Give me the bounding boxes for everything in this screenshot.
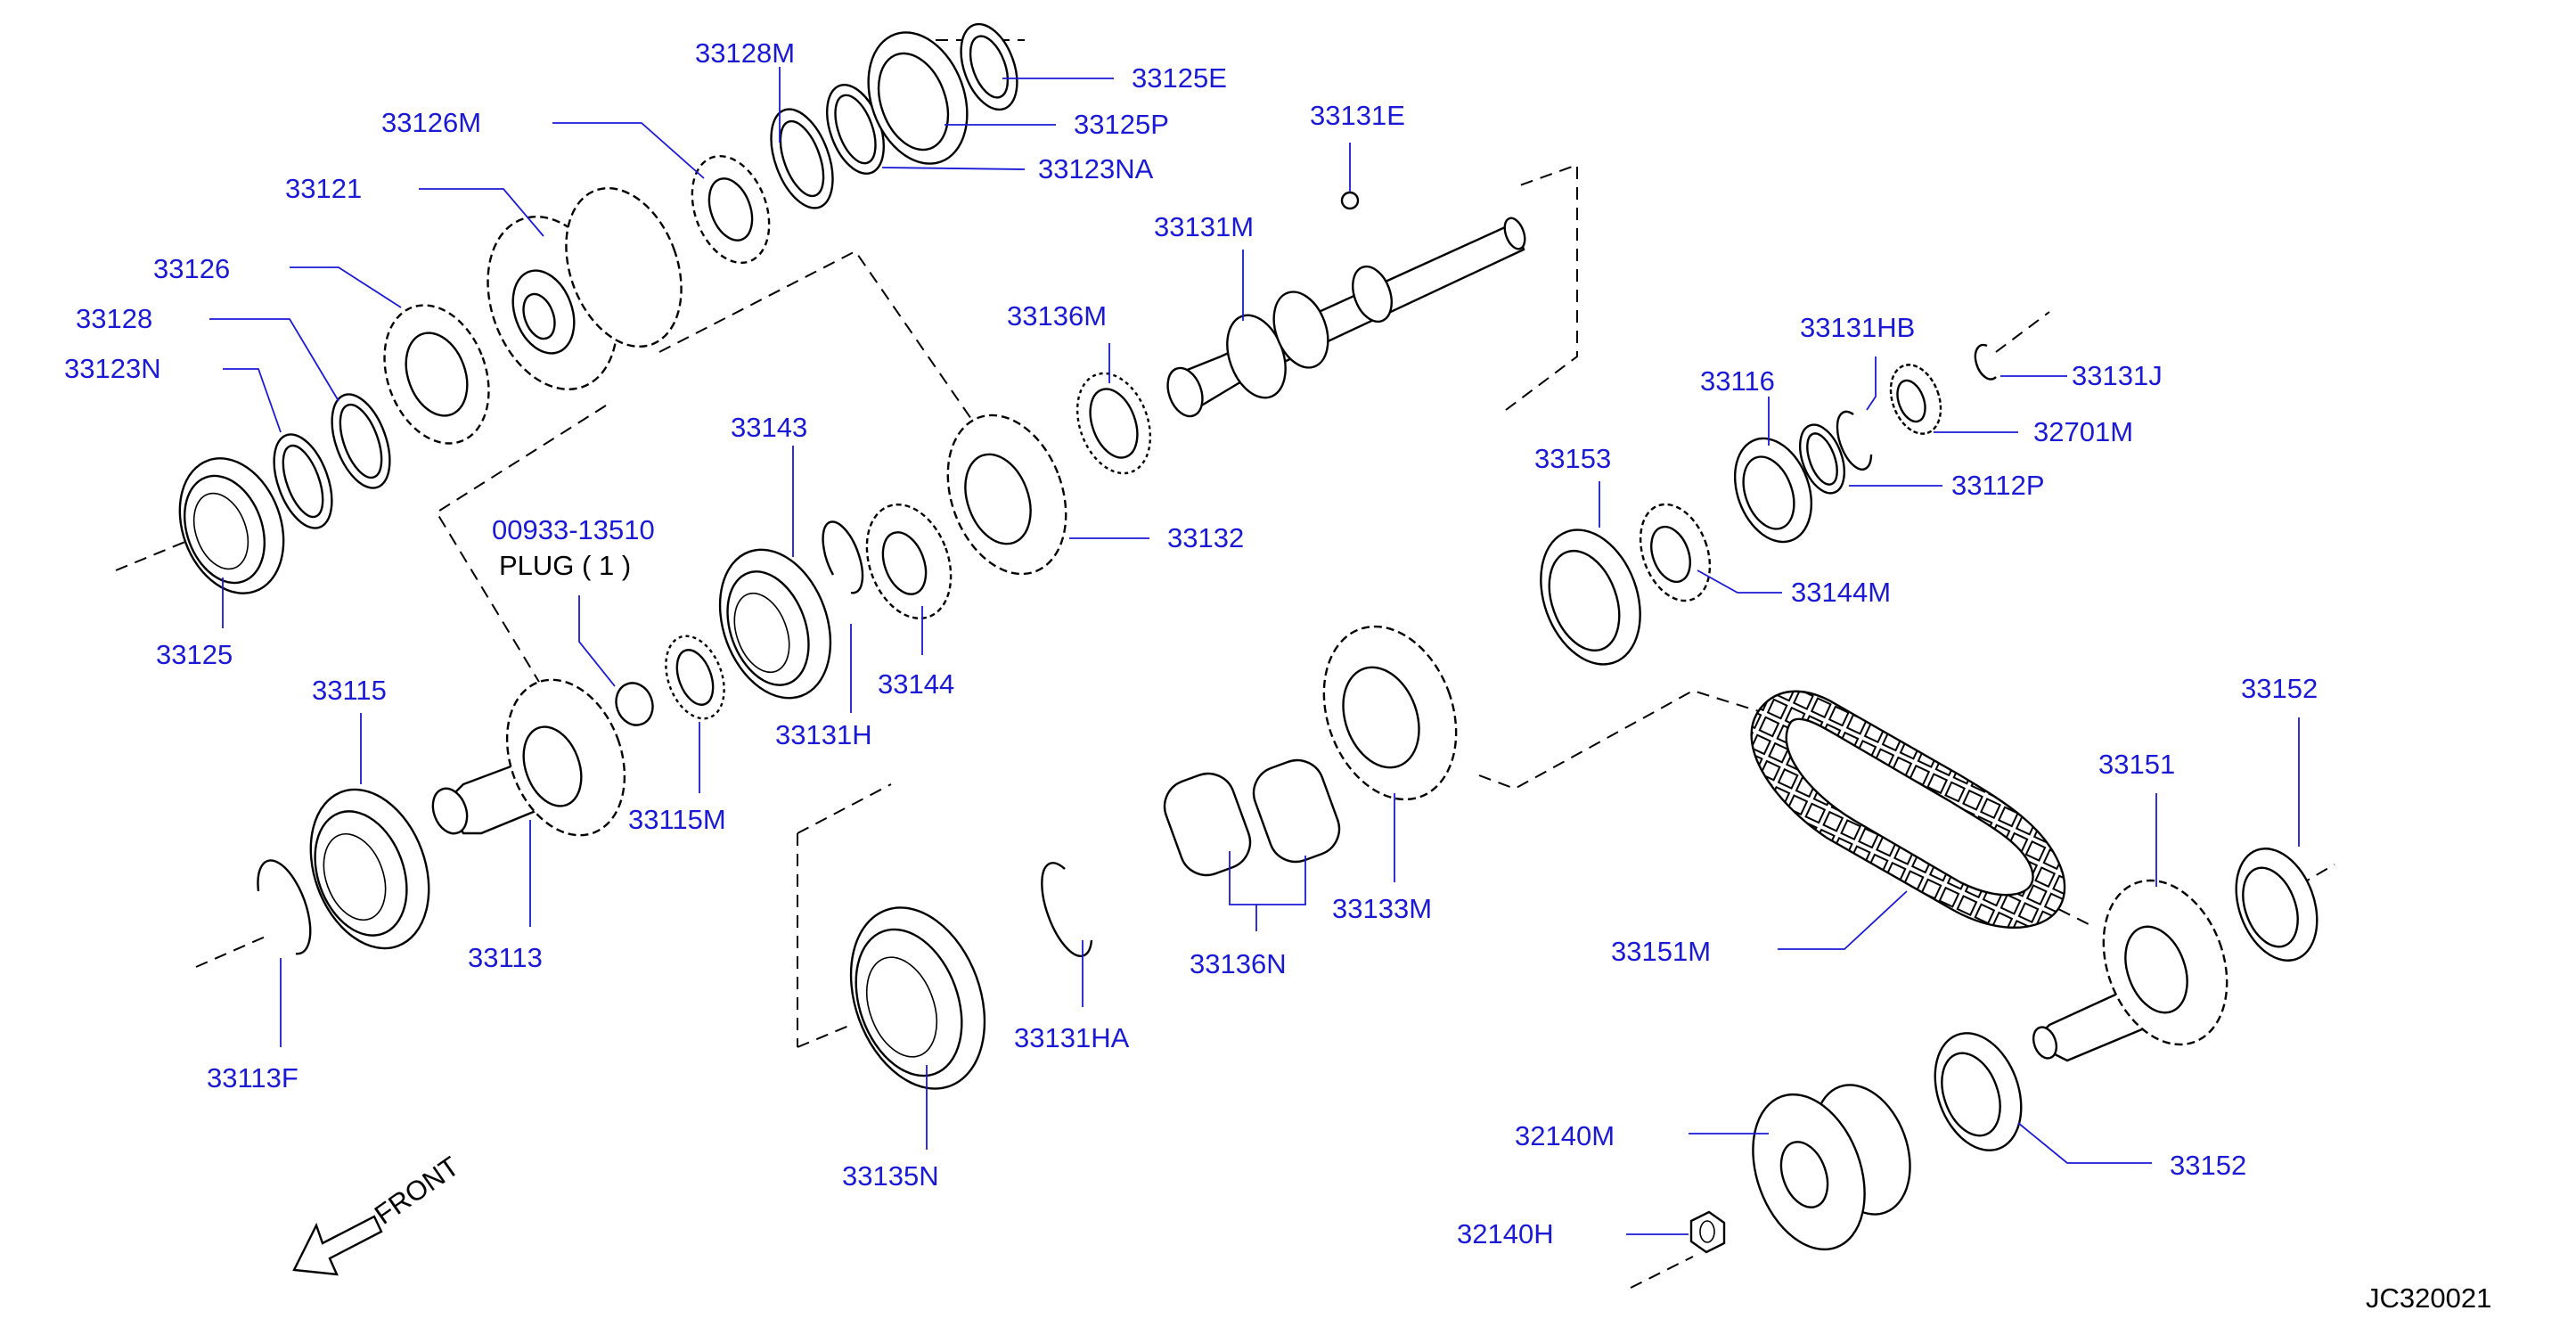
snap-ring-33113F [257,859,312,955]
label-33131HA[interactable]: 33131HA [1014,1022,1130,1053]
ball-33131E [1340,191,1360,210]
label-32140M[interactable]: 32140M [1515,1120,1615,1151]
bearing-33115 [309,788,430,950]
bearing-33125P [867,31,969,165]
bearing-33116 [1733,437,1813,544]
label-33126M[interactable]: 33126M [381,107,481,138]
label-33136N[interactable]: 33136N [1190,948,1287,979]
needle-bearing-33115M [665,635,725,720]
label-33144M[interactable]: 33144M [1791,577,1891,608]
label-33123N[interactable]: 33123N [64,353,161,384]
label-33128M[interactable]: 33128M [695,37,795,69]
sleeve-33153 [1540,528,1641,666]
ring-33112P [1799,423,1845,495]
ring-33123NA [826,84,885,175]
gear-33121 [487,186,683,391]
label-33128[interactable]: 33128 [76,303,152,334]
label-33125[interactable]: 33125 [156,639,233,670]
label-33144[interactable]: 33144 [878,668,954,700]
chain-33151M [1750,690,2066,929]
snap-ring-33131HA [1041,862,1093,957]
label-33123NA[interactable]: 33123NA [1038,153,1154,184]
clip-33131J [1974,343,1997,381]
label-plug: PLUG ( 1 ) [499,550,631,581]
label-33132[interactable]: 33132 [1167,522,1244,553]
leader-lines [209,67,2300,1235]
label-33125P[interactable]: 33125P [1074,109,1169,140]
gear-plate-33126 [383,304,490,445]
bearing-33152-bottom [1934,1032,2023,1151]
nut-32140H [1689,1210,1726,1254]
label-33151M[interactable]: 33151M [1611,936,1711,967]
label-33131J[interactable]: 33131J [2072,360,2163,391]
axis-lines [115,39,2335,1289]
mainshaft-33131M [1166,217,1526,418]
shim-33125E [960,22,1018,111]
hub-33144M [1639,503,1712,602]
label-00933-13510[interactable]: 00933-13510 [492,514,655,545]
label-33121[interactable]: 33121 [285,173,362,204]
needle-bearing-33136M [1075,372,1152,475]
bearing-33152-top [2235,848,2318,962]
gear-33132 [946,414,1067,576]
bearing-33135N [849,906,986,1090]
front-label: FRONT [369,1151,465,1231]
label-32140H[interactable]: 32140H [1457,1218,1554,1249]
snap-ring-33131HB [1836,410,1873,471]
diagram-code: JC320021 [2366,1282,2491,1314]
hub-33144 [865,503,953,620]
shaft-gear-33113 [431,678,626,837]
gear-plate-33126M [691,154,771,265]
gear-32701M [1889,364,1942,435]
flange-32140M [1752,1084,1911,1251]
label-33153[interactable]: 33153 [1534,443,1611,474]
needle-bearings-33136N [1163,758,1341,877]
part-labels: 33125E 33128M 33125P 33126M 33123NA 3313… [64,37,2491,1314]
bearing-33125 [178,457,285,594]
ring-33128 [331,393,391,489]
label-33116[interactable]: 33116 [1700,365,1775,397]
sleeve-33143 [718,548,832,700]
plug-00933-13510 [615,682,654,726]
label-33152-bottom[interactable]: 33152 [2170,1150,2246,1181]
label-33133M[interactable]: 33133M [1332,893,1432,924]
label-33152-top[interactable]: 33152 [2241,673,2318,704]
label-33131M[interactable]: 33131M [1154,211,1254,242]
label-33131HB[interactable]: 33131HB [1800,312,1915,343]
sprocket-shaft-33151 [2032,879,2228,1062]
ring-33128M [770,108,834,209]
label-33113[interactable]: 33113 [468,942,543,973]
label-33135N[interactable]: 33135N [842,1160,939,1192]
snap-ring-33131H [822,520,864,594]
ring-33123N [273,433,333,529]
label-32701M[interactable]: 32701M [2033,416,2133,447]
label-33136M[interactable]: 33136M [1007,300,1107,332]
label-33125E[interactable]: 33125E [1132,62,1227,94]
label-33112P[interactable]: 33112P [1951,470,2045,501]
label-33131H[interactable]: 33131H [775,719,872,750]
label-33126[interactable]: 33126 [153,253,230,284]
label-33115[interactable]: 33115 [312,675,387,706]
label-33151[interactable]: 33151 [2098,749,2175,780]
front-arrow-icon [292,1215,383,1276]
label-33115M[interactable]: 33115M [628,804,726,835]
gear-33133M [1322,625,1458,801]
label-33131E[interactable]: 33131E [1310,100,1405,131]
label-33143[interactable]: 33143 [731,412,807,443]
label-33113F[interactable]: 33113F [207,1062,298,1094]
